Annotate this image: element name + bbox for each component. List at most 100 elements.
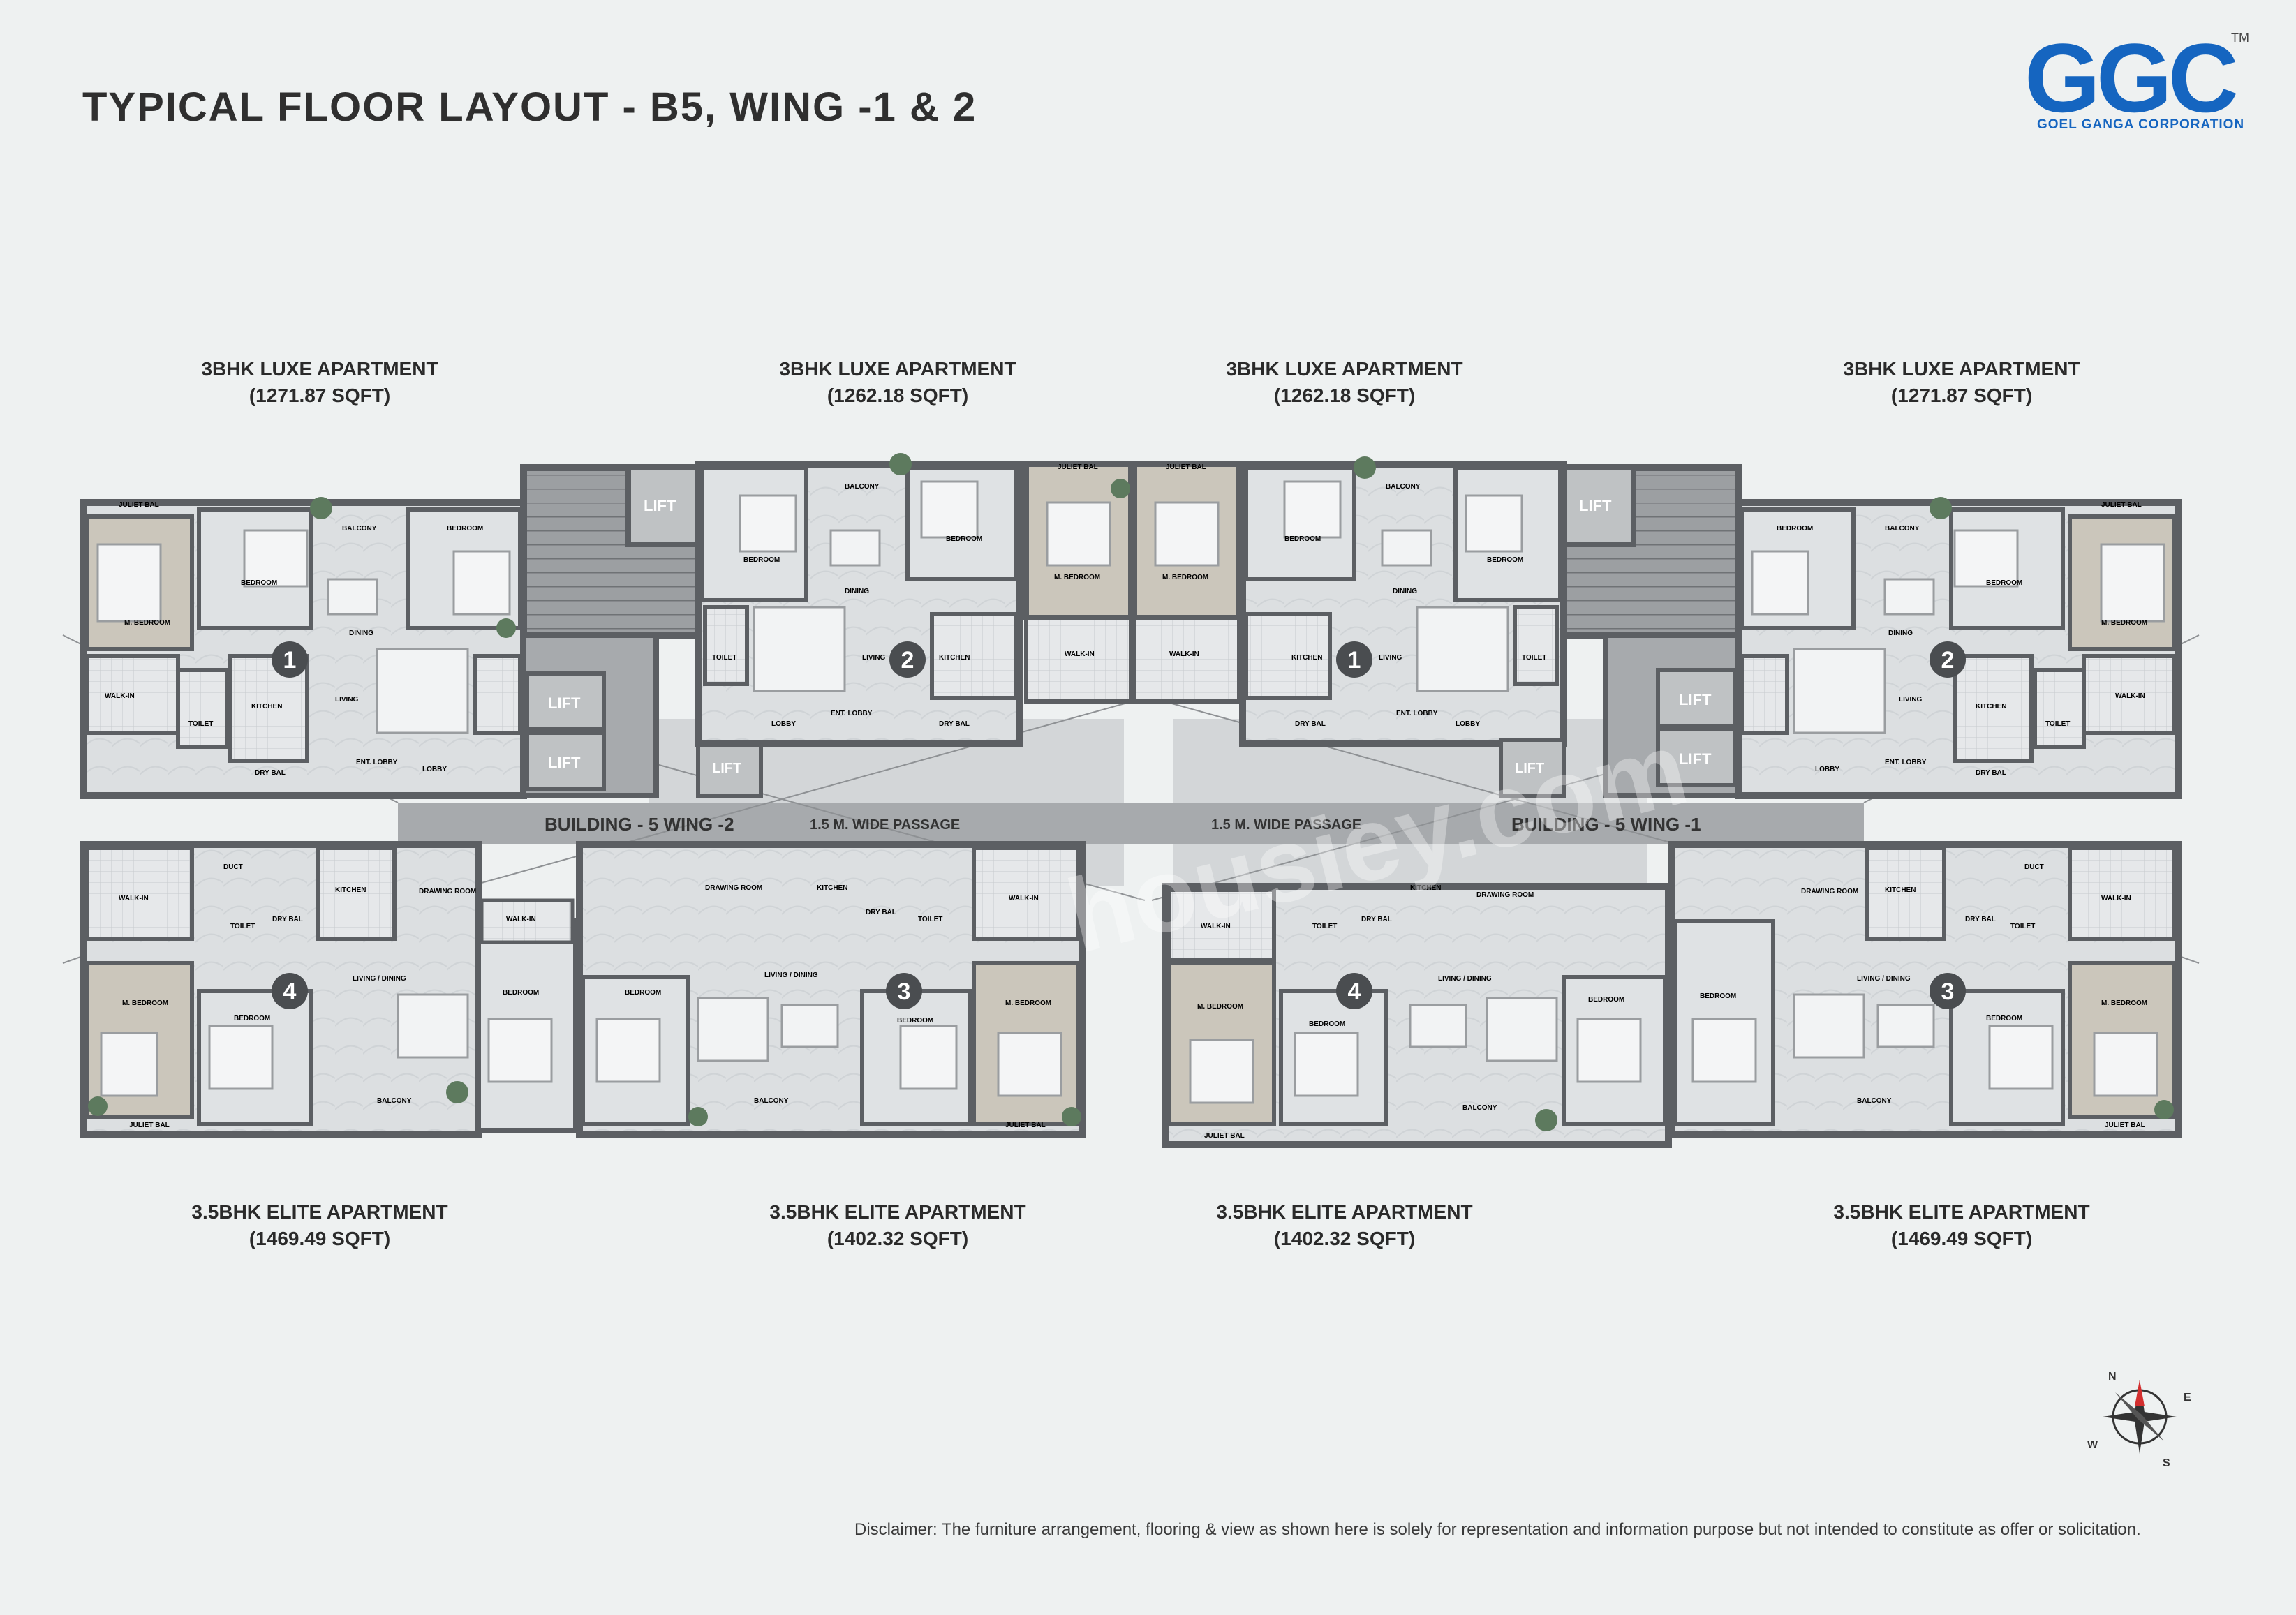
unit-bottom-4: BEDROOM M. BEDROOM WALK-IN BEDROOM KITCH… — [1668, 841, 2182, 1138]
room-label-juliet-bal: JULIET BAL — [1005, 1122, 1046, 1129]
apt-name: 3BHK LUXE APARTMENT — [779, 358, 1016, 380]
room-label-lobby: LOBBY — [771, 720, 796, 728]
lift-label: LIFT — [1679, 750, 1712, 768]
sofa — [376, 648, 469, 734]
sofa — [753, 606, 846, 692]
unit-top-2: BEDROOM BEDROOM LIVING DINING KITCHEN TO… — [695, 461, 1134, 747]
room-label-living-dining: LIVING / DINING — [1438, 975, 1492, 983]
toilet — [703, 605, 749, 686]
compass-w: W — [2087, 1439, 2098, 1451]
room-label-juliet-bal: JULIET BAL — [1058, 463, 1098, 471]
room-label-ent-lobby: ENT. LOBBY — [831, 710, 873, 717]
dining-table — [1883, 578, 1935, 616]
room-label-toilet: TOILET — [918, 916, 942, 923]
room-label-walk-in: WALK-IN — [2115, 692, 2145, 700]
room-label-juliet-bal: JULIET BAL — [1166, 463, 1206, 471]
lift — [1656, 727, 1737, 787]
room-label-balcony: BALCONY — [1857, 1097, 1892, 1105]
room-label-bedroom: BEDROOM — [1487, 556, 1523, 564]
wing2-label: BUILDING - 5 WING -2 — [545, 814, 734, 835]
core-left: LIFT LIFT LIFT LIFT — [520, 464, 763, 798]
wing1-label: BUILDING - 5 WING -1 — [1511, 814, 1701, 835]
room-label-kitchen: KITCHEN — [335, 886, 366, 894]
room-label-toilet: TOILET — [2010, 923, 2035, 930]
room-label-walk-in: WALK-IN — [1009, 895, 1039, 902]
room-label-dining: DINING — [845, 588, 869, 595]
room-label-dry-bal: DRY BAL — [939, 720, 970, 728]
disclaimer: Disclaimer: The furniture arrangement, f… — [854, 1520, 2141, 1539]
room-label-kitchen: KITCHEN — [817, 884, 847, 892]
unit-bottom-1: M. BEDROOM WALK-IN BEDROOM KITCHEN DRAWI… — [80, 841, 579, 1138]
room-label-lobby: LOBBY — [422, 766, 447, 773]
apt-label-top-4: 3BHK LUXE APARTMENT (1271.87 SQFT) — [1766, 356, 2157, 409]
kitchen — [316, 846, 397, 941]
room-label-toilet: TOILET — [1522, 654, 1546, 662]
bed — [1154, 501, 1220, 567]
room-label-living: LIVING — [862, 654, 886, 662]
dining-table — [1876, 1004, 1935, 1048]
unit-badge-bottom-1: 4 — [272, 973, 308, 1009]
room-label-dry-bal: DRY BAL — [255, 769, 286, 777]
room-label-duct: DUCT — [223, 863, 243, 871]
apt-name: 3BHK LUXE APARTMENT — [1226, 358, 1463, 380]
apt-label-top-3: 3BHK LUXE APARTMENT (1262.18 SQFT) — [1149, 356, 1540, 409]
apt-name: 3.5BHK ELITE APARTMENT — [769, 1201, 1026, 1223]
logo-trademark: TM — [2231, 31, 2249, 45]
toilet — [1513, 605, 1559, 686]
bed — [899, 1025, 958, 1090]
room-label-walk-in: WALK-IN — [2101, 895, 2131, 902]
logo-subtitle: GOEL GANGA CORPORATION — [2037, 117, 2245, 132]
apt-area: (1469.49 SQFT) — [1890, 1228, 2033, 1249]
apt-label-bottom-1: 3.5BHK ELITE APARTMENT (1469.49 SQFT) — [124, 1199, 515, 1252]
room-label-balcony: BALCONY — [754, 1097, 789, 1105]
room-label-m-bedroom: M. BEDROOM — [124, 619, 170, 627]
room-label-balcony: BALCONY — [1462, 1104, 1497, 1112]
lift-label: LIFT — [712, 761, 741, 776]
dining-table — [1409, 1004, 1467, 1048]
apt-area: (1271.87 SQFT) — [249, 385, 391, 406]
unit-badge-top-2: 2 — [889, 641, 926, 678]
brand-logo: GGC — [2024, 28, 2241, 133]
bed — [1294, 1032, 1359, 1097]
room-label-living: LIVING — [335, 696, 359, 704]
room-label-toilet: TOILET — [712, 654, 736, 662]
unit-number: 2 — [1941, 647, 1955, 673]
unit-badge-top-left: 1 — [272, 641, 308, 678]
sofa — [1793, 648, 1886, 734]
bed — [997, 1032, 1062, 1097]
room-label-drawing-room: DRAWING ROOM — [1476, 891, 1534, 899]
apt-label-top-2: 3BHK LUXE APARTMENT (1262.18 SQFT) — [702, 356, 1093, 409]
room-label-toilet: TOILET — [188, 720, 213, 728]
dining-table — [780, 1004, 839, 1048]
unit-number: 4 — [1348, 978, 1361, 1005]
room-label-balcony: BALCONY — [1885, 525, 1920, 533]
bed — [243, 529, 309, 588]
unit-number: 1 — [1348, 647, 1361, 673]
room-label-dry-bal: DRY BAL — [1295, 720, 1326, 728]
room-label-m-bedroom: M. BEDROOM — [1054, 574, 1100, 581]
lift-label: LIFT — [548, 754, 581, 771]
lift — [1499, 738, 1566, 798]
kitchen — [1953, 654, 2034, 763]
page-title: TYPICAL FLOOR LAYOUT - B5, WING -1 & 2 — [82, 84, 977, 130]
walk-in — [1024, 616, 1133, 704]
room-label-balcony: BALCONY — [845, 483, 880, 491]
room-label-toilet: TOILET — [230, 923, 255, 930]
bed — [1189, 1039, 1254, 1104]
tree-icons — [88, 453, 2174, 1131]
room-label-kitchen: KITCHEN — [1885, 886, 1916, 894]
room-label-dry-bal: DRY BAL — [1976, 769, 2006, 777]
room-label-m-bedroom: M. BEDROOM — [1005, 999, 1051, 1007]
walk-in — [972, 846, 1081, 941]
bed — [1465, 494, 1523, 553]
room-label-drawing-room: DRAWING ROOM — [419, 888, 476, 895]
lift-label: LIFT — [1579, 497, 1612, 514]
unit-top-3: M. BEDROOM JULIET BAL WALK-IN BEDROOM BE… — [1132, 461, 1567, 747]
walk-in — [1132, 616, 1241, 704]
toilet — [176, 668, 229, 749]
lift-label: LIFT — [644, 497, 676, 514]
bedroom — [1562, 975, 1667, 1126]
room-label-walk-in: WALK-IN — [119, 895, 149, 902]
room-label-balcony: BALCONY — [342, 525, 377, 533]
unit-number: 4 — [283, 978, 297, 1005]
